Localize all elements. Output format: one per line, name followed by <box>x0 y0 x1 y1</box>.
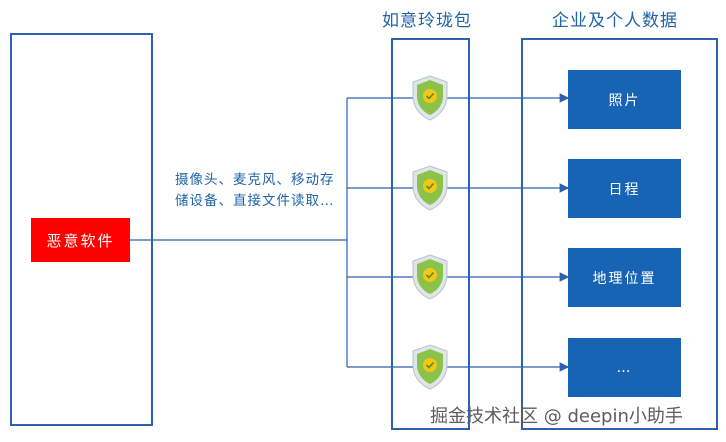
watermark: 掘金技术社区 @ deepin小助手 <box>430 406 683 427</box>
sandbox-region-box <box>391 38 470 430</box>
data-region-box <box>521 38 718 430</box>
data-block-photos: 照片 <box>568 70 681 129</box>
data-block-location: 地理位置 <box>568 248 681 307</box>
shield-check-icon <box>412 344 448 390</box>
data-block-calendar: 日程 <box>568 159 681 218</box>
malware-block: 恶意软件 <box>31 218 130 262</box>
data-heading: 企业及个人数据 <box>552 11 678 31</box>
sandbox-heading: 如意玲珑包 <box>382 11 472 31</box>
shield-check-icon <box>412 254 448 300</box>
access-methods-text: 摄像头、麦克风、移动存储设备、直接文件读取… <box>175 172 335 209</box>
shield-check-icon <box>412 165 448 211</box>
shield-check-icon <box>412 75 448 121</box>
data-block-more: … <box>568 338 681 397</box>
malware-region-box <box>10 33 153 426</box>
